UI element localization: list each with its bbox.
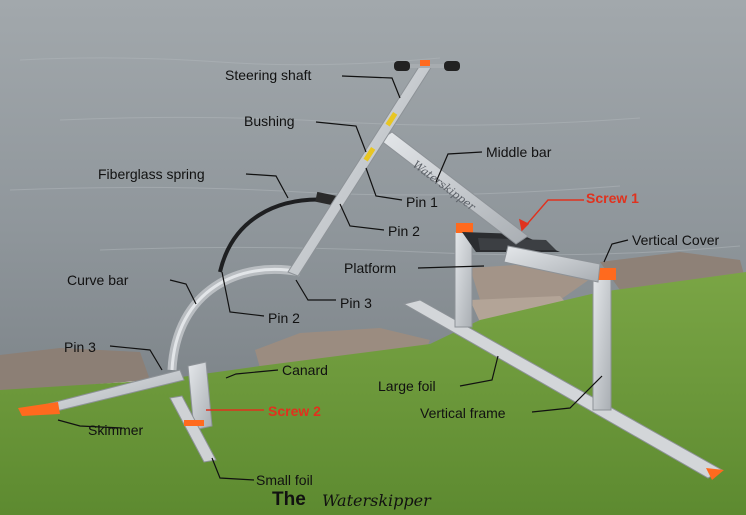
- label-middle-bar: Middle bar: [486, 144, 552, 160]
- label-platform: Platform: [344, 260, 397, 276]
- water-ripples: [9, 57, 741, 256]
- leader-steering-shaft: [341, 75, 401, 99]
- vertical-cover-part: [596, 268, 616, 280]
- leader-pin3-lower: [109, 345, 163, 371]
- leader-small-foil: [211, 457, 255, 481]
- vertical-cover-front: [456, 223, 473, 233]
- leader-fiberglass-spring: [245, 173, 289, 199]
- vertical-frame-front: [454, 231, 473, 328]
- grass-ground: [0, 272, 746, 515]
- leader-vertical-frame: [531, 375, 603, 413]
- small-foil-part: [169, 395, 217, 463]
- leader-pin2-lower: [221, 271, 265, 317]
- waterskipper-frame: [18, 60, 724, 480]
- leader-canard: [225, 369, 279, 379]
- label-pin3-upper: Pin 3: [340, 295, 372, 311]
- label-vertical-cover: Vertical Cover: [632, 232, 720, 248]
- label-bushing: Bushing: [244, 113, 295, 129]
- leader-pin2-upper: [339, 203, 385, 231]
- leader-curve-bar: [169, 279, 197, 305]
- label-canard: Canard: [282, 362, 328, 378]
- label-steering-shaft: Steering shaft: [225, 67, 312, 83]
- label-pin3-lower: Pin 3: [64, 339, 96, 355]
- label-curve-bar: Curve bar: [67, 272, 129, 288]
- label-skimmer: Skimmer: [88, 422, 144, 438]
- handle-grip-right: [444, 61, 460, 71]
- label-screw1: Screw 1: [586, 190, 639, 206]
- vertical-frame-rear: [592, 273, 612, 411]
- fiberglass-spring-part: [218, 197, 331, 273]
- bushing-part: [385, 112, 398, 127]
- caption-brand: Waterskipper: [322, 491, 431, 510]
- leader-bushing: [315, 121, 367, 153]
- label-screw2: Screw 2: [268, 403, 321, 419]
- highlight-leaders: [206, 199, 584, 411]
- handle-grip-left: [394, 61, 410, 71]
- leader-screw1: [521, 199, 584, 231]
- label-vertical-frame: Vertical frame: [420, 405, 506, 421]
- canard-part: [187, 361, 213, 431]
- label-pin2-upper: Pin 2: [388, 223, 420, 239]
- leader-skimmer: [57, 419, 123, 429]
- label-fiberglass-spring: Fiberglass spring: [98, 166, 205, 182]
- label-large-foil: Large foil: [378, 378, 436, 394]
- label-pin1: Pin 1: [406, 194, 438, 210]
- leader-platform: [417, 265, 485, 269]
- label-small-foil: Small foil: [256, 472, 313, 488]
- leader-pin1: [365, 167, 403, 201]
- leader-middle-bar: [435, 151, 483, 183]
- caption-prefix: The: [272, 489, 306, 510]
- leader-vertical-cover: [603, 239, 629, 263]
- leader-lines: [57, 75, 629, 481]
- leader-large-foil: [459, 355, 499, 387]
- rear-cross-bar: [503, 245, 601, 283]
- label-pin2-lower: Pin 2: [268, 310, 300, 326]
- large-foil-tip: [706, 468, 724, 480]
- skimmer-part: [18, 402, 60, 416]
- leader-pin3-upper: [295, 279, 336, 301]
